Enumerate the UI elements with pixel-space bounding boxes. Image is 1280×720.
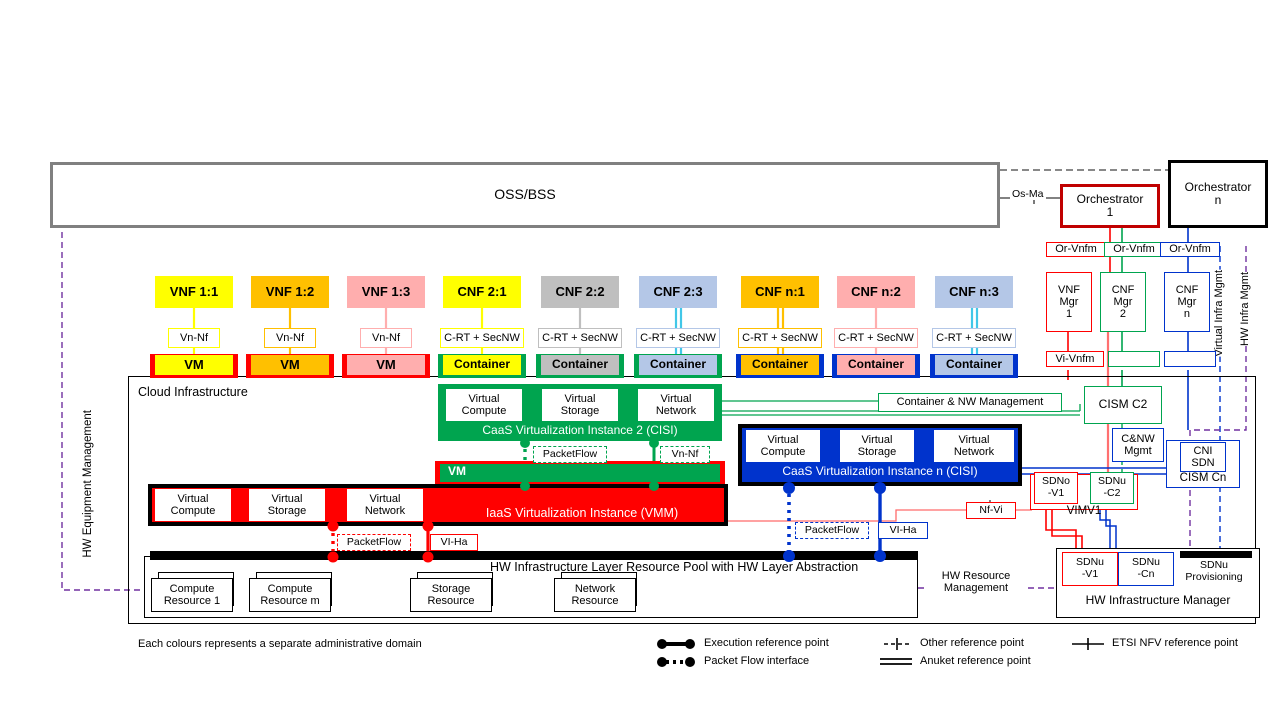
cisin-virtual-compute[interactable]: Virtual Compute [746,430,820,462]
vmm-virtual-storage[interactable]: Virtual Storage [249,489,325,521]
orchestrator-n[interactable]: Orchestrator n [1168,160,1268,228]
cnw-mgmt[interactable]: C&NW Mgmt [1112,428,1164,462]
runtime-cnf22[interactable]: Container [541,355,619,375]
container-nw-management[interactable]: Container & NW Management [878,393,1062,412]
runtime-vnf11[interactable]: VM [155,355,233,375]
iface-cnf21: C-RT + SecNW [440,328,524,348]
runtime-cnfn2[interactable]: Container [837,355,915,375]
legend-etsi-label: ETSI NFV reference point [1112,637,1238,649]
cnf-mgr-2[interactable]: CNF Mgr 2 [1100,272,1146,332]
nf-vi-label: Nf-Vi [966,502,1016,519]
hw-resource-network[interactable]: Network Resource [554,578,636,612]
hw-resource-computem[interactable]: Compute Resource m [249,578,331,612]
hw-resource-management-label: HW Resource Management [928,566,1024,598]
sdnu-provisioning-bar [1180,551,1252,558]
sdnu-provisioning[interactable]: SDNu Provisioning [1174,558,1254,586]
ossbss-box[interactable]: OSS/BSS [50,162,1000,228]
packetflow-label-vmm: PacketFlow [337,534,411,551]
vmm-virtual-compute[interactable]: Virtual Compute [155,489,231,521]
workload-cnfn1[interactable]: CNF n:1 [741,276,819,308]
cisi2-virtual-compute[interactable]: Virtual Compute [446,389,522,421]
cisi2-virtual-network[interactable]: Virtual Network [638,389,714,421]
iface-cnf22: C-RT + SecNW [538,328,622,348]
orchestrator-1-label: Orchestrator 1 [1076,191,1144,219]
iface-cnfn1: C-RT + SecNW [738,328,822,348]
iface-vnf12: Vn-Nf [264,328,316,348]
runtime-cnf23[interactable]: Container [639,355,717,375]
vi-ha-label-cisin: VI-Ha [878,522,928,539]
workload-cnf23[interactable]: CNF 2:3 [639,276,717,308]
cisin-title: CaaS Virtualization Instance n (CISI) [782,464,978,479]
iface-cnf23: C-RT + SecNW [636,328,720,348]
workload-cnf21[interactable]: CNF 2:1 [443,276,521,308]
cnf-mgr-n[interactable]: CNF Mgr n [1164,272,1210,332]
or-vnfm-blue-label: Or-Vnfm [1160,242,1220,257]
hw-resource-compute1[interactable]: Compute Resource 1 [151,578,233,612]
cisin-virtual-storage[interactable]: Virtual Storage [840,430,914,462]
vi-vnfm-red-label: Vi-Vnfm [1046,351,1104,367]
workload-vnf12[interactable]: VNF 1:2 [251,276,329,308]
or-vnfm-red-label: Or-Vnfm [1046,242,1106,257]
vimv1-label: VIMV1 [1066,504,1102,517]
runtime-cnfn3[interactable]: Container [935,355,1013,375]
vi-vnfm-green-box [1108,351,1160,367]
vmm-virtual-network[interactable]: Virtual Network [347,489,423,521]
cni-sdn[interactable]: CNI SDN [1180,442,1226,472]
cism-c2[interactable]: CISM C2 [1084,386,1162,424]
runtime-cnfn1[interactable]: Container [741,355,819,375]
packetflow-label-cisin: PacketFlow [795,522,869,539]
sdno-v1[interactable]: SDNo -V1 [1034,472,1078,504]
hw-pool-bar [150,551,918,560]
packetflow-label-cisi2: PacketFlow [533,446,607,463]
cism-cn-label: CISM Cn [1179,471,1227,484]
hw-resource-storage[interactable]: Storage Resource [410,578,492,612]
vi-ha-label-vmm: VI-Ha [430,534,478,551]
legend-packetflow-label: Packet Flow interface [704,655,810,667]
runtime-cnf21[interactable]: Container [443,355,521,375]
cloud-infrastructure-label: Cloud Infrastructure [136,385,250,399]
footnote: Each colours represents a separate admin… [138,638,422,650]
orchestrator-n-label: Orchestrator n [1184,179,1252,207]
vmm-title: IaaS Virtualization Instance (VMM) [485,506,679,521]
vnf-mgr-1[interactable]: VNF Mgr 1 [1046,272,1092,332]
iface-vnf13: Vn-Nf [360,328,412,348]
or-vnfm-green-label: Or-Vnfm [1104,242,1164,257]
cisin-virtual-network[interactable]: Virtual Network [934,430,1014,462]
legend-other-label: Other reference point [920,637,1024,649]
hw-infrastructure-manager-label: HW Infrastructure Manager [1085,593,1231,608]
runtime-vnf12[interactable]: VM [251,355,329,375]
workload-vnf13[interactable]: VNF 1:3 [347,276,425,308]
workload-cnfn3[interactable]: CNF n:3 [935,276,1013,308]
workload-cnfn2[interactable]: CNF n:2 [837,276,915,308]
orchestrator-1[interactable]: Orchestrator 1 [1060,184,1160,228]
green-vm[interactable]: VM [440,464,720,482]
ossbss-label: OSS/BSS [494,186,556,203]
iface-cnfn2: C-RT + SecNW [834,328,918,348]
sdnu-cn[interactable]: SDNu -Cn [1118,552,1174,586]
cisi2-virtual-storage[interactable]: Virtual Storage [542,389,618,421]
workload-vnf11[interactable]: VNF 1:1 [155,276,233,308]
iface-vnf11: Vn-Nf [168,328,220,348]
cisi2-title: CaaS Virtualization Instance 2 (CISI) [482,423,678,438]
sdnu-v1[interactable]: SDNu -V1 [1062,552,1118,586]
legend-execution-label: Execution reference point [704,637,829,649]
iface-cnfn3: C-RT + SecNW [932,328,1016,348]
vi-vnfm-blue-box [1164,351,1216,367]
workload-cnf22[interactable]: CNF 2:2 [541,276,619,308]
vn-nf-label-cisi2: Vn-Nf [660,446,710,463]
os-ma-label: Os-Ma [1010,188,1046,200]
legend-anuket-label: Anuket reference point [920,655,1031,667]
vmm-block[interactable] [152,488,724,522]
runtime-vnf13[interactable]: VM [347,355,425,375]
sdnu-c2[interactable]: SDNu -C2 [1090,472,1134,504]
hw-pool-title: HW Infrastructure Layer Resource Pool wi… [488,560,861,574]
